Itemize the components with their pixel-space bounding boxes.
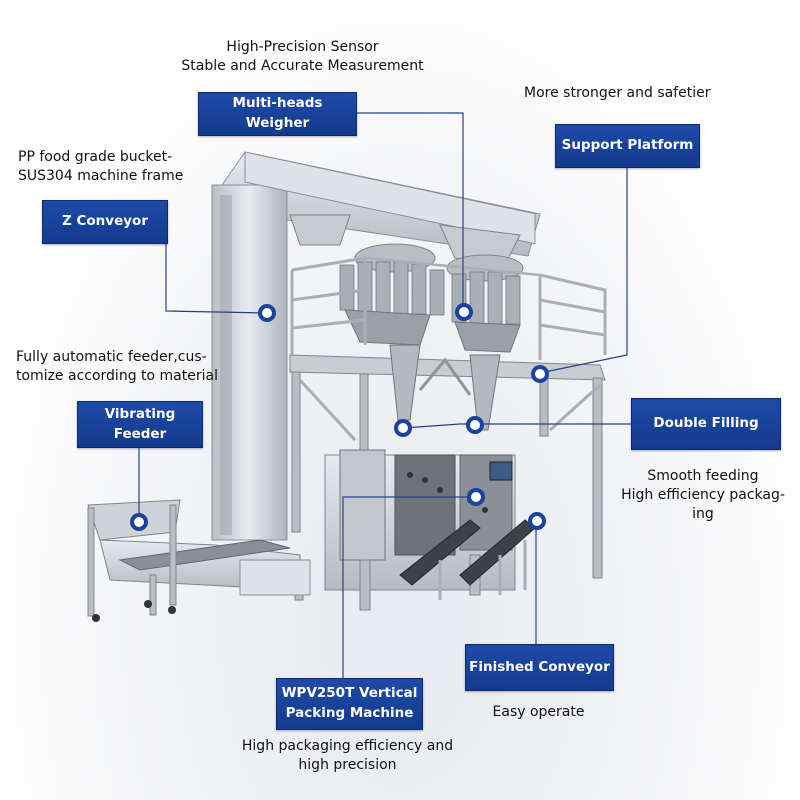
packing-note: High packaging efficiency and high preci… (210, 737, 485, 775)
leader-lines (138, 112, 631, 678)
marker-packing[interactable] (467, 488, 485, 506)
finished-note: Easy operate (465, 703, 612, 722)
packing-machine-label-line1: WPV250T Vertical (281, 685, 418, 702)
marker-multihead[interactable] (455, 303, 473, 321)
support-note: More stronger and safetier (524, 84, 710, 103)
packing-machine-label[interactable]: WPV250T Vertical Packing Machine (276, 678, 423, 730)
marker-filling-right[interactable] (466, 416, 484, 434)
finished-note-line1: Easy operate (492, 704, 585, 720)
double-filling-label[interactable]: Double Filling (631, 398, 781, 450)
filling-note: Smooth feeding High efficiency packag- i… (606, 467, 800, 524)
multihead-note-line1: High-Precision Sensor (226, 39, 379, 55)
multihead-weigher (289, 214, 524, 353)
marker-filling-left[interactable] (394, 419, 412, 437)
vibrating-feeder-label[interactable]: Vibrating Feeder (77, 401, 203, 448)
packing-note-line2: high precision (298, 756, 397, 773)
multihead-note: High-Precision Sensor Stable and Accurat… (160, 38, 445, 76)
zconveyor-note-line1: PP food grade bucket- (18, 149, 173, 165)
filling-note-line1: Smooth feeding (647, 468, 759, 484)
multihead-note-line2: Stable and Accurate Measurement (181, 57, 424, 74)
zconveyor-note-line2: SUS304 machine frame (18, 167, 184, 184)
feeder-note-line1: Fully automatic feeder,cus- (16, 349, 207, 365)
feeder-note-line2: tomize according to material (16, 367, 218, 384)
double-filling (389, 344, 501, 431)
finished-conveyor-label[interactable]: Finished Conveyor (465, 644, 614, 691)
support-platform-label[interactable]: Support Platform (555, 124, 700, 168)
filling-note-line3: ing (692, 505, 714, 522)
marker-zconveyor[interactable] (258, 304, 276, 322)
marker-support[interactable] (531, 365, 549, 383)
support-platform (289, 256, 607, 579)
packing-machine-label-line2: Packing Machine (285, 705, 414, 721)
filling-note-line2: High efficiency packag- (621, 486, 785, 503)
packing-note-line1: High packaging efficiency and (241, 738, 454, 754)
marker-feeder[interactable] (130, 513, 148, 531)
zconveyor-note: PP food grade bucket- SUS304 machine fra… (18, 148, 183, 186)
multihead-weigher-label[interactable]: Multi-heads Weigher (198, 92, 357, 136)
support-note-line1: More stronger and safetier (524, 85, 711, 101)
z-conveyor-label[interactable]: Z Conveyor (42, 200, 168, 244)
marker-finished[interactable] (528, 512, 546, 530)
feeder-note: Fully automatic feeder,cus- tomize accor… (16, 348, 218, 386)
